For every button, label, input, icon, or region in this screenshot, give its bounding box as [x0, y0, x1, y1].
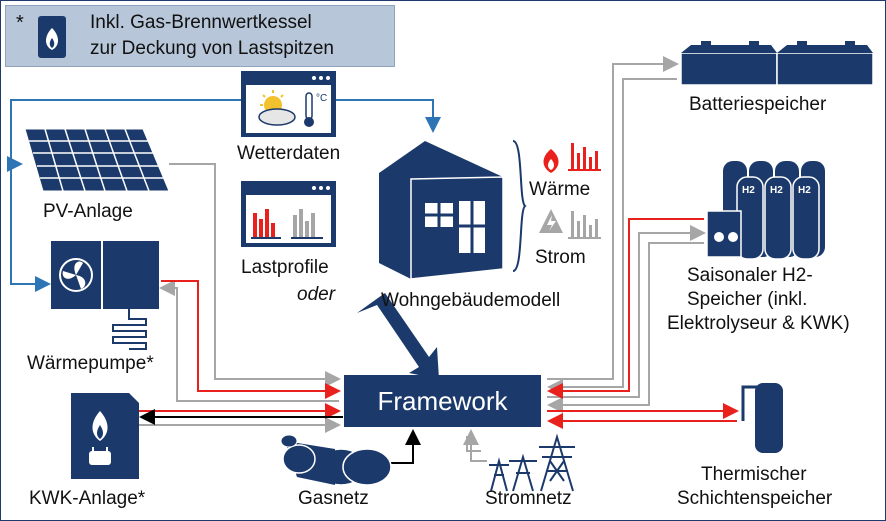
gas-grid-label: Gasnetz [298, 488, 369, 509]
or-label: oder [297, 284, 336, 305]
thermal-storage-icon [741, 383, 783, 453]
weather-data-icon [241, 71, 336, 137]
power-demand-icon [539, 209, 601, 239]
h2-tank-label-3: H2 [798, 185, 811, 196]
power-grid-label: Stromnetz [485, 488, 572, 509]
pv-panel-icon [24, 128, 170, 192]
right-power-connectors [547, 56, 706, 413]
h2-label-line3: Elektrolyseur & KWK) [667, 313, 850, 334]
framework-box: Framework [344, 375, 541, 427]
heat-label: Wärme [529, 179, 591, 200]
heat-demand-icon [543, 143, 601, 173]
power-label: Strom [535, 247, 586, 268]
chp-label: KWK-Anlage* [29, 488, 146, 509]
hydrogen-storage-icon [706, 161, 825, 260]
left-power-connectors [139, 163, 341, 433]
thermal-label-line2: Schichtenspeicher [677, 488, 833, 509]
weather-label: Wetterdaten [237, 143, 341, 164]
heat-pump-label: Wärmepumpe* [27, 353, 154, 374]
h2-tank-label-1: H2 [742, 185, 755, 196]
residential-building-icon [379, 141, 504, 280]
demand-arrow [357, 293, 439, 379]
weather-data-connectors [7, 99, 441, 292]
note-line-2: zur Deckung von Lastspitzen [90, 38, 334, 59]
thermal-label-line1: Thermischer [701, 464, 807, 485]
right-heat-connectors [547, 218, 739, 429]
chp-unit-icon [71, 393, 139, 479]
pv-label: PV-Anlage [43, 201, 133, 222]
gas-pipeline-icon [280, 434, 392, 486]
h2-label-line2: Speicher (inkl. [687, 289, 808, 310]
note-asterisk: * [16, 12, 24, 34]
load-profiles-icon [241, 181, 336, 247]
weather-unit-label: °C [316, 93, 327, 104]
gas-boiler-icon [38, 16, 66, 58]
note-line-1: Inkl. Gas-Brennwertkessel [90, 12, 312, 33]
battery-storage-icon [680, 41, 874, 86]
h2-label-line1: Saisonaler H2- [687, 265, 813, 286]
battery-label: Batteriespeicher [689, 94, 827, 115]
load-profiles-label: Lastprofile [241, 257, 329, 278]
grid-connectors [391, 429, 487, 464]
building-model-label: Wohngebäudemodell [381, 290, 561, 311]
left-heat-connectors [139, 280, 341, 419]
power-grid-pylons-icon [489, 433, 575, 492]
h2-tank-label-2: H2 [770, 185, 783, 196]
heat-pump-icon [51, 241, 159, 350]
gas-boiler-note: * Inkl. Gas-Brennwertkessel zur Deckung … [5, 5, 395, 67]
demand-bracket [512, 140, 527, 272]
